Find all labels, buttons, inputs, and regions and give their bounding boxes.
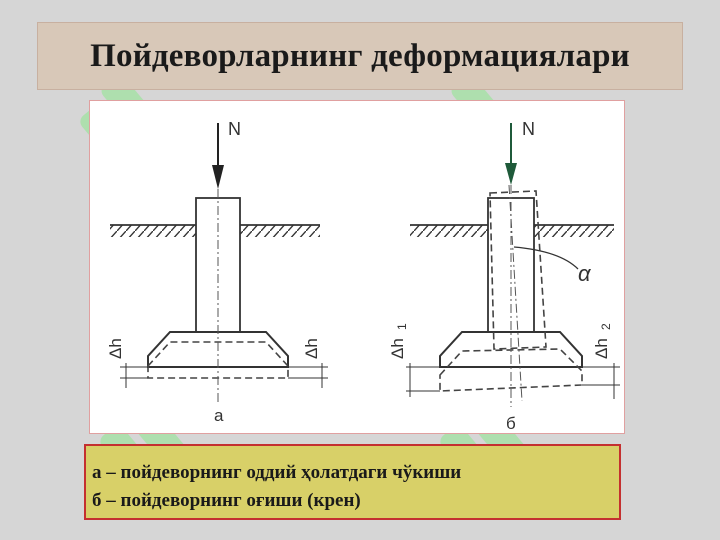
legend-line-b: б – пойдеворнинг оғиши (крен) xyxy=(92,490,361,511)
settlement-label-left-a: Δh xyxy=(106,338,125,359)
load-label-b: N xyxy=(522,119,535,139)
deformation-figure: N Δh Δh а N α Δh 1 Δh 2 б xyxy=(89,100,625,434)
caption-a: а xyxy=(214,406,224,425)
angle-label-b: α xyxy=(578,261,592,286)
foundation-tilt xyxy=(406,123,620,407)
ground-hatch-left-b xyxy=(410,225,490,237)
ground-hatch-left-a xyxy=(110,225,198,237)
settlement-sub-left-b: 1 xyxy=(395,323,409,330)
settlement-sub-right-b: 2 xyxy=(599,323,613,330)
axis-tilted-b xyxy=(508,184,523,402)
settlement-label-right-b: Δh xyxy=(592,338,611,359)
arrow-head-a xyxy=(212,165,224,189)
column-tilted-b xyxy=(489,190,547,350)
title-banner: Пойдеворларнинг деформациялари xyxy=(37,22,683,90)
legend-box: а – пойдеворнинг оддий ҳолатдаги чўкиши … xyxy=(84,444,621,520)
foundation-diagram: N Δh Δh а N α Δh 1 Δh 2 б xyxy=(106,119,620,433)
ground-hatch-right-b xyxy=(534,225,614,237)
caption-b: б xyxy=(506,414,516,433)
ground-hatch-right-a xyxy=(240,225,320,237)
legend-line-a: а – пойдеворнинг оддий ҳолатдаги чўкиши xyxy=(92,462,462,483)
foundation-normal-settlement xyxy=(110,123,328,403)
settlement-label-left-b: Δh xyxy=(388,338,407,359)
settlement-label-right-a: Δh xyxy=(302,338,321,359)
angle-leader-b xyxy=(513,246,579,270)
page-title: Пойдеворларнинг деформациялари xyxy=(90,37,630,74)
arrow-head-b xyxy=(505,163,517,185)
load-label-a: N xyxy=(228,119,241,139)
